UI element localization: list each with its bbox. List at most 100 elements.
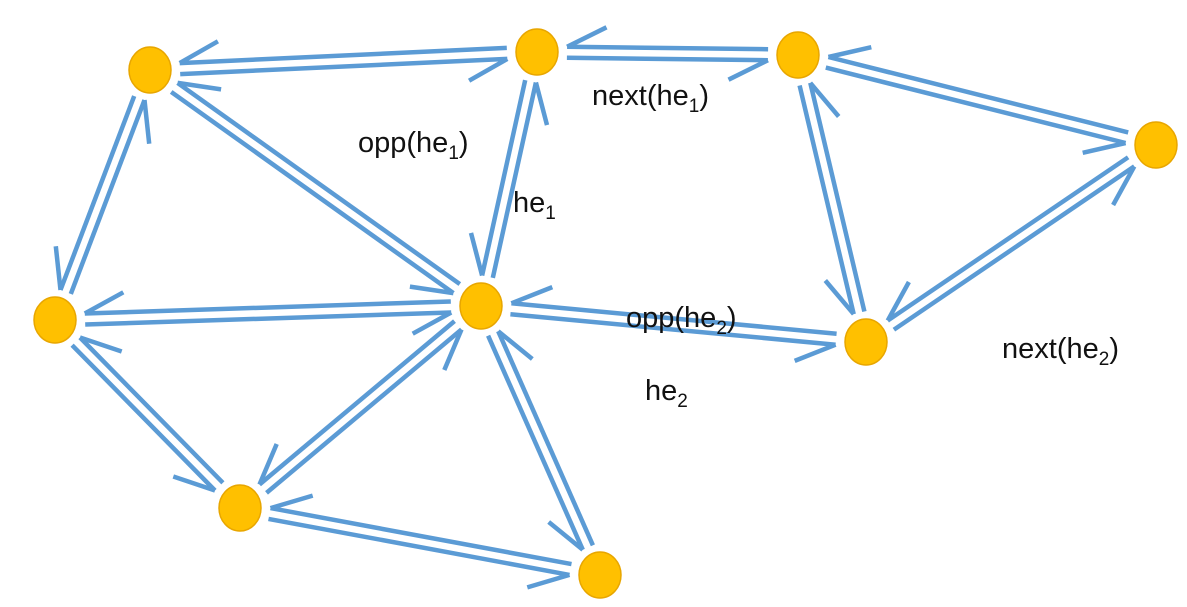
half-edge-shaft xyxy=(827,54,1129,135)
vertices xyxy=(33,28,1178,599)
half-edge-shaft xyxy=(496,330,595,547)
half-edge-arrowhead xyxy=(257,443,279,486)
half-edge-v6-v2 xyxy=(490,81,550,279)
half-edge-arrowhead xyxy=(533,81,550,126)
half-edge-v2-v1 xyxy=(178,39,507,66)
half-edge-arrowhead xyxy=(53,246,63,291)
half-edge-shaft xyxy=(486,334,585,551)
half-edge-v8-v6 xyxy=(265,327,464,495)
half-edge-v9-v8 xyxy=(269,493,572,567)
half-edge-v1-v2 xyxy=(180,56,509,83)
label-next-he2: next(he2) xyxy=(1002,333,1119,370)
half-edge-arrowhead xyxy=(409,284,454,296)
half-edge-v8-v9 xyxy=(268,516,571,590)
half-edge-shaft xyxy=(886,155,1130,323)
half-edge-v9-v6 xyxy=(496,329,595,547)
half-edge-shaft xyxy=(511,301,837,336)
half-edge-arrowhead xyxy=(1111,165,1137,207)
half-edge-shaft xyxy=(85,310,452,327)
half-edge-arrowhead xyxy=(411,310,453,336)
half-edge-arrowhead xyxy=(177,80,222,92)
half-edge-v1-v5 xyxy=(53,95,137,291)
half-edge-shaft xyxy=(270,505,572,567)
half-edge-arrowhead xyxy=(178,39,220,66)
half-edge-shaft xyxy=(58,95,137,291)
half-edge-arrowhead xyxy=(467,56,509,83)
vertex-v1 xyxy=(128,46,172,94)
label-next-he1: next(he1) xyxy=(592,80,709,117)
half-edge-shaft xyxy=(808,82,867,313)
label-opp-he1: opp(he1) xyxy=(358,127,469,164)
half-edge-shaft xyxy=(84,299,451,316)
half-edge-arrowhead xyxy=(442,328,464,371)
half-edge-shaft xyxy=(510,312,836,347)
half-edge-v3-v7 xyxy=(797,84,856,316)
half-edge-v6-v8 xyxy=(257,319,456,487)
half-edge-v5-v1 xyxy=(68,99,152,295)
half-edge-arrowhead xyxy=(547,520,585,552)
half-edge-arrowhead xyxy=(79,335,123,354)
half-edge-shaft xyxy=(567,44,769,52)
half-edge-arrowhead xyxy=(83,290,125,316)
half-edge-v7-v3 xyxy=(808,81,867,313)
half-edge-shaft xyxy=(176,81,462,286)
edge-labels: next(he1) opp(he1) he1 opp(he2) he2 next… xyxy=(358,80,1119,412)
half-edge-arrowhead xyxy=(808,81,841,118)
half-edge-shaft xyxy=(479,79,528,276)
label-opp-he2: opp(he2) xyxy=(626,302,737,339)
label-he1: he1 xyxy=(513,187,556,224)
half-edge-v2-v3 xyxy=(566,55,769,82)
half-edge-shaft xyxy=(892,164,1136,332)
half-edge-v1-v6 xyxy=(169,90,455,296)
half-edge-v6-v7 xyxy=(510,312,837,363)
half-edge-v5-v8 xyxy=(70,343,217,493)
half-edge-shaft xyxy=(68,99,147,295)
half-edge-v7-v6 xyxy=(510,285,837,336)
half-edge-shaft xyxy=(180,56,508,77)
vertex-v9 xyxy=(578,551,622,599)
half-edge-shaft xyxy=(179,45,507,66)
half-edge-shaft xyxy=(78,335,225,485)
half-edge-arrowhead xyxy=(510,285,554,306)
half-edge-v4-v7 xyxy=(885,155,1130,323)
half-edge-arrowhead xyxy=(142,99,152,144)
half-edge-arrowhead xyxy=(172,474,216,493)
vertex-v2 xyxy=(515,28,559,76)
half-edge-shaft xyxy=(268,516,570,578)
half-edge-arrowhead xyxy=(468,232,485,277)
half-edge-v4-v3 xyxy=(827,45,1129,135)
half-edge-arrowhead xyxy=(823,279,856,316)
half-edge-shaft xyxy=(169,90,455,295)
half-edge-arrowhead xyxy=(885,280,911,322)
vertex-v8 xyxy=(218,484,262,532)
half-edge-v5-v6 xyxy=(85,310,453,336)
vertex-v5 xyxy=(33,296,77,344)
half-edge-shaft xyxy=(70,343,217,493)
half-edge-shaft xyxy=(490,82,539,279)
half-edge-v6-v1 xyxy=(176,80,462,286)
half-edge-v3-v4 xyxy=(825,65,1127,155)
half-edge-v2-v6 xyxy=(468,79,528,277)
half-edge-shaft xyxy=(265,327,463,495)
half-edge-arrowhead xyxy=(269,493,314,511)
half-edge-shaft xyxy=(825,65,1127,146)
half-edge-arrowhead xyxy=(793,342,837,363)
half-edge-v3-v2 xyxy=(566,25,769,52)
half-edge-shaft xyxy=(258,319,456,487)
half-edge-arrowhead xyxy=(727,58,769,82)
half-edge-v8-v5 xyxy=(78,335,225,485)
half-edge-shaft xyxy=(797,84,856,315)
half-edge-arrowhead xyxy=(827,45,872,60)
half-edge-shaft xyxy=(566,55,768,63)
half-edge-v6-v9 xyxy=(486,334,585,552)
half-edges xyxy=(53,25,1137,590)
vertex-v7 xyxy=(844,318,888,366)
half-edge-arrowhead xyxy=(566,25,608,49)
half-edge-arrowhead xyxy=(496,329,534,361)
vertex-v3 xyxy=(776,31,820,79)
half-edge-arrowhead xyxy=(526,572,571,590)
vertex-v4 xyxy=(1134,121,1178,169)
label-he2: he2 xyxy=(645,375,688,412)
